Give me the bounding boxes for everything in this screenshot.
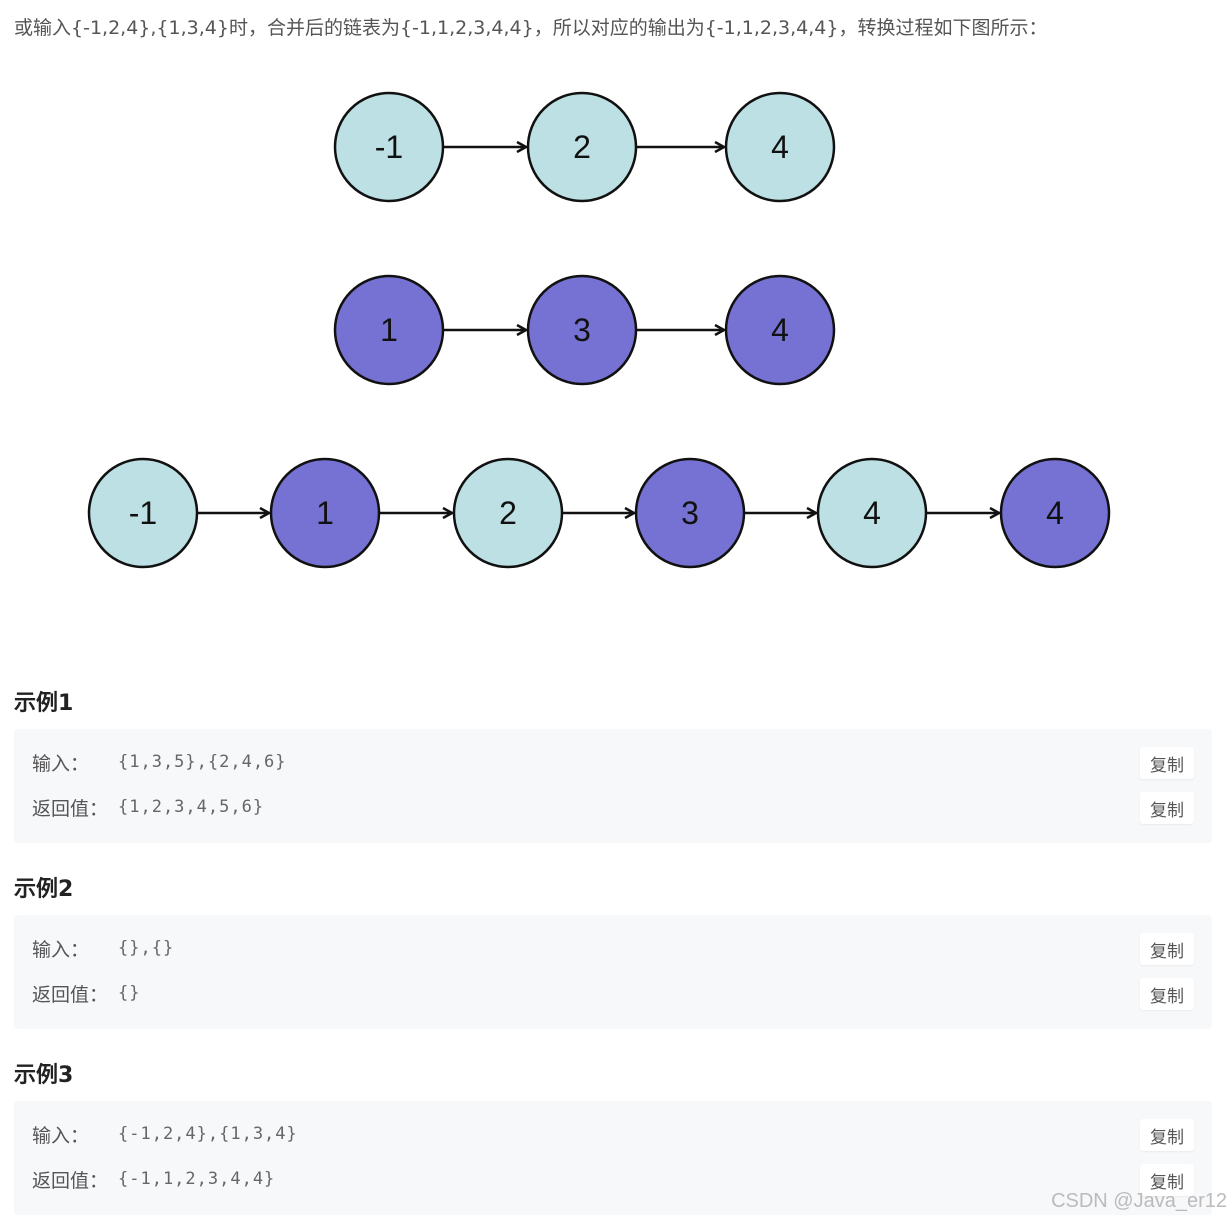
output-value[interactable]: {1,2,3,4,5,6} xyxy=(118,797,265,817)
copy-input-button[interactable]: 复制 xyxy=(1140,1119,1194,1151)
node-value: 2 xyxy=(573,129,591,165)
copy-output-button[interactable]: 复制 xyxy=(1140,792,1194,824)
list-node: 4 xyxy=(724,91,836,203)
list-node: 2 xyxy=(526,91,638,203)
node-value: 3 xyxy=(681,495,699,531)
example-3-box: 输入： {-1,2,4},{1,3,4} 复制 返回值： {-1,1,2,3,4… xyxy=(14,1101,1212,1215)
node-circle xyxy=(526,274,638,386)
node-value: 3 xyxy=(573,312,591,348)
watermark: CSDN @Java_er12 xyxy=(1051,1190,1227,1212)
node-value: 4 xyxy=(1046,495,1064,531)
copy-output-button[interactable]: 复制 xyxy=(1140,1164,1194,1196)
example-1-output-row: 返回值： {1,2,3,4,5,6} xyxy=(32,792,264,822)
example-1-title: 示例1 xyxy=(14,691,74,716)
node-value: 1 xyxy=(316,495,334,531)
output-value[interactable]: {} xyxy=(118,983,141,1003)
example-3-title: 示例3 xyxy=(14,1063,74,1088)
output-label: 返回值： xyxy=(32,797,109,820)
example-2-input-row: 输入： {},{} xyxy=(32,933,174,963)
intro-text: 或输入{-1,2,4},{1,3,4}时，合并后的链表为{-1,1,2,3,4,… xyxy=(14,17,1048,39)
node-value: 4 xyxy=(771,129,789,165)
node-circle xyxy=(724,274,836,386)
output-label: 返回值： xyxy=(32,983,109,1006)
node-circle xyxy=(634,457,746,569)
list-node: 1 xyxy=(269,457,381,569)
input-value[interactable]: {1,3,5},{2,4,6} xyxy=(118,752,287,772)
node-circle xyxy=(724,91,836,203)
input-value[interactable]: {-1,2,4},{1,3,4} xyxy=(118,1124,298,1144)
example-3-output-row: 返回值： {-1,1,2,3,4,4} xyxy=(32,1164,275,1194)
node-circle xyxy=(269,457,381,569)
input-value[interactable]: {},{} xyxy=(118,938,175,958)
input-label: 输入： xyxy=(32,938,90,961)
example-3-input-row: 输入： {-1,2,4},{1,3,4} xyxy=(32,1119,298,1149)
node-value: -1 xyxy=(129,495,157,531)
copy-input-button[interactable]: 复制 xyxy=(1140,933,1194,965)
list-node: 4 xyxy=(816,457,928,569)
output-value[interactable]: {-1,1,2,3,4,4} xyxy=(118,1169,276,1189)
node-value: 1 xyxy=(380,312,398,348)
list-node: 3 xyxy=(526,274,638,386)
node-circle xyxy=(999,457,1111,569)
list-node: 1 xyxy=(333,274,445,386)
list-node: 3 xyxy=(634,457,746,569)
list-node: -1 xyxy=(87,457,199,569)
linked-list-merge-diagram: -1 2 4 1 3 4 -1 1 2 3 4 4 xyxy=(87,91,1111,569)
node-value: -1 xyxy=(375,129,403,165)
example-1-input-row: 输入： {1,3,5},{2,4,6} xyxy=(32,747,287,777)
list-a-row: -1 2 4 xyxy=(333,91,836,203)
example-2-box: 输入： {},{} 复制 返回值： {} 复制 xyxy=(14,915,1212,1029)
list-node: -1 xyxy=(333,91,445,203)
output-label: 返回值： xyxy=(32,1169,109,1192)
copy-output-button[interactable]: 复制 xyxy=(1140,978,1194,1010)
node-circle xyxy=(333,274,445,386)
node-circle xyxy=(87,457,199,569)
list-node: 4 xyxy=(724,274,836,386)
node-value: 2 xyxy=(499,495,517,531)
example-1-box: 输入： {1,3,5},{2,4,6} 复制 返回值： {1,2,3,4,5,6… xyxy=(14,729,1212,843)
node-circle xyxy=(333,91,445,203)
input-label: 输入： xyxy=(32,752,90,775)
input-label: 输入： xyxy=(32,1124,90,1147)
list-node: 2 xyxy=(452,457,564,569)
node-value: 4 xyxy=(771,312,789,348)
node-circle xyxy=(816,457,928,569)
copy-input-button[interactable]: 复制 xyxy=(1140,747,1194,779)
node-circle xyxy=(526,91,638,203)
list-b-row: 1 3 4 xyxy=(333,274,836,386)
node-circle xyxy=(452,457,564,569)
example-2-output-row: 返回值： {} xyxy=(32,978,140,1008)
node-value: 4 xyxy=(863,495,881,531)
list-node: 4 xyxy=(999,457,1111,569)
example-2-title: 示例2 xyxy=(14,877,74,902)
merged-row: -1 1 2 3 4 4 xyxy=(87,457,1111,569)
